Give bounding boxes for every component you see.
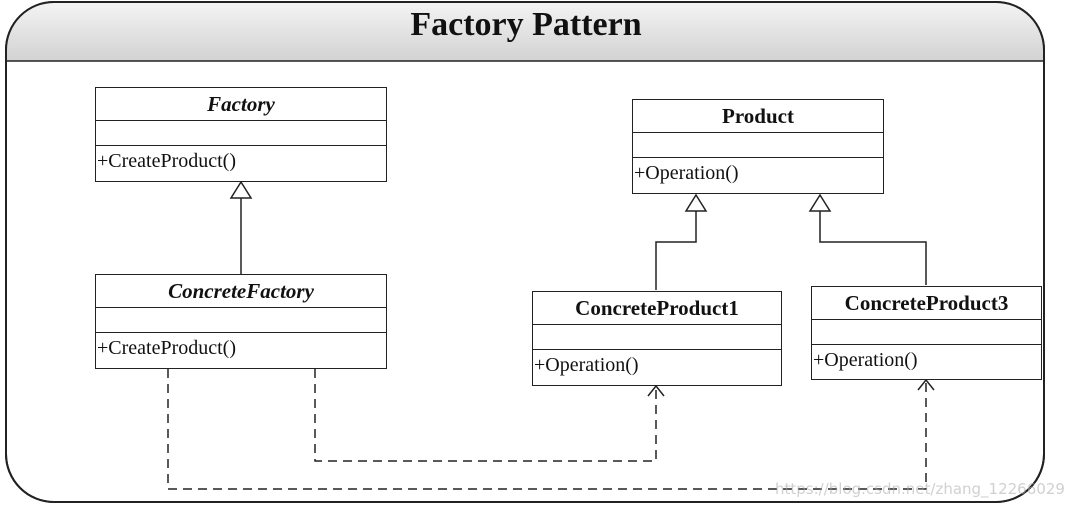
inheritance-arrow-product1 <box>684 193 708 212</box>
class-operation-concrete-product1: +Operation() <box>534 354 639 376</box>
inheritance-line-product3 <box>819 211 927 285</box>
class-product: Product +Operation() <box>632 99 884 194</box>
inheritance-arrow-product3 <box>808 193 832 212</box>
class-attributes-concrete-product1 <box>533 325 781 350</box>
class-name-product: Product <box>633 100 883 133</box>
class-operation-concrete-factory: +CreateProduct() <box>97 337 237 359</box>
class-name-factory: Factory <box>96 88 386 121</box>
inheritance-arrow-factory <box>229 180 253 199</box>
class-attributes-product <box>633 133 883 158</box>
class-attributes-concrete-factory <box>96 308 386 333</box>
diagram-title: Factory Pattern <box>410 6 642 43</box>
class-operation-product: +Operation() <box>634 162 739 184</box>
class-concrete-product3: ConcreteProduct3 +Operation() <box>811 286 1042 380</box>
class-attributes-factory <box>96 121 386 146</box>
inheritance-line-product1 <box>655 211 697 290</box>
dependency-arrow-product3 <box>917 378 935 391</box>
class-concrete-factory: ConcreteFactory +CreateProduct() <box>95 274 387 369</box>
watermark: https://blog.csdn.net/zhang_12266029 <box>775 480 1065 498</box>
class-concrete-product1: ConcreteProduct1 +Operation() <box>532 291 782 386</box>
class-operation-factory: +CreateProduct() <box>97 150 237 172</box>
class-operation-concrete-product3: +Operation() <box>813 349 918 371</box>
class-name-concrete-product3: ConcreteProduct3 <box>812 287 1041 320</box>
dependency-arrow-product1 <box>647 384 665 397</box>
diagram-frame <box>5 1 1045 503</box>
class-name-concrete-product1: ConcreteProduct1 <box>533 292 781 325</box>
title-band <box>6 2 1044 61</box>
class-attributes-concrete-product3 <box>812 320 1041 345</box>
class-factory: Factory +CreateProduct() <box>95 87 387 182</box>
dependency-line-product3 <box>167 369 927 490</box>
class-name-concrete-factory: ConcreteFactory <box>96 275 386 308</box>
dependency-line-product1 <box>314 369 657 462</box>
